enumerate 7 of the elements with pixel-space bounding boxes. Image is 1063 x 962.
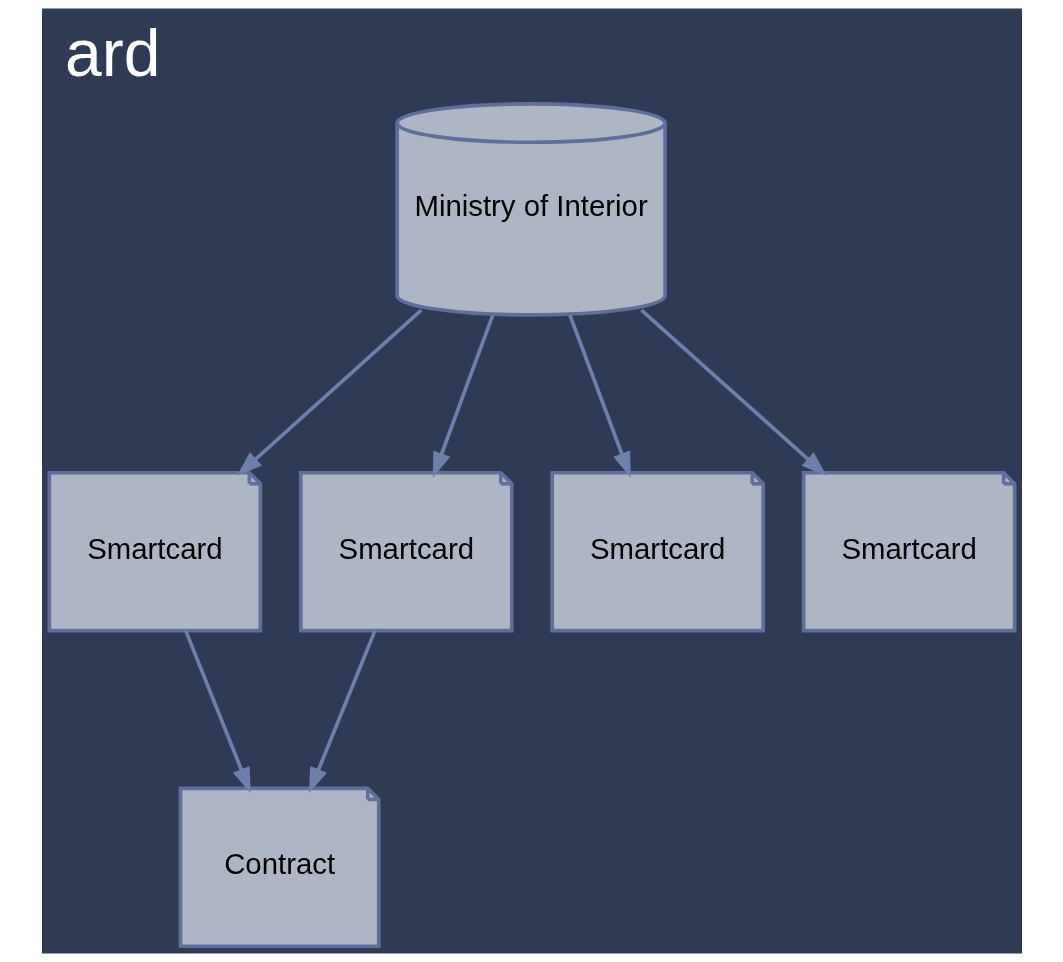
arrow [567,314,631,478]
arrow [183,629,251,794]
arrow [236,308,422,477]
arrow [639,308,827,477]
arrow [308,629,377,794]
diagram-title: ard [64,15,160,90]
arrow [432,314,495,478]
